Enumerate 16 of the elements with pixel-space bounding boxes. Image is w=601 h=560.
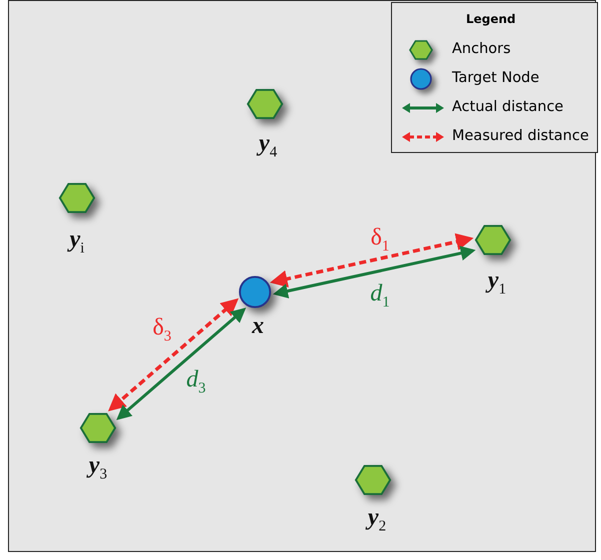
legend-text: Actual distance <box>452 99 564 115</box>
node-label: y$_{1}$ <box>488 268 506 298</box>
legend-text: Anchors <box>452 41 511 57</box>
double-arrow <box>272 246 476 298</box>
double-arrow <box>116 308 246 420</box>
dashed-double-arrow <box>108 298 239 412</box>
node-label: x <box>252 314 264 338</box>
legend-title: Legend <box>466 12 516 26</box>
legend-text: Target Node <box>452 70 540 86</box>
node-label: y$_{4}$ <box>258 132 278 160</box>
legend-text: Measured distance <box>452 128 589 144</box>
dashed-double-arrow <box>270 233 474 288</box>
node-label: y$_{3}$ <box>88 454 108 482</box>
node-label: y$_{2}$ <box>368 506 386 534</box>
node-label: y$_{i}$ <box>70 228 84 256</box>
edge-label: δ$_{1}$ <box>368 226 392 254</box>
